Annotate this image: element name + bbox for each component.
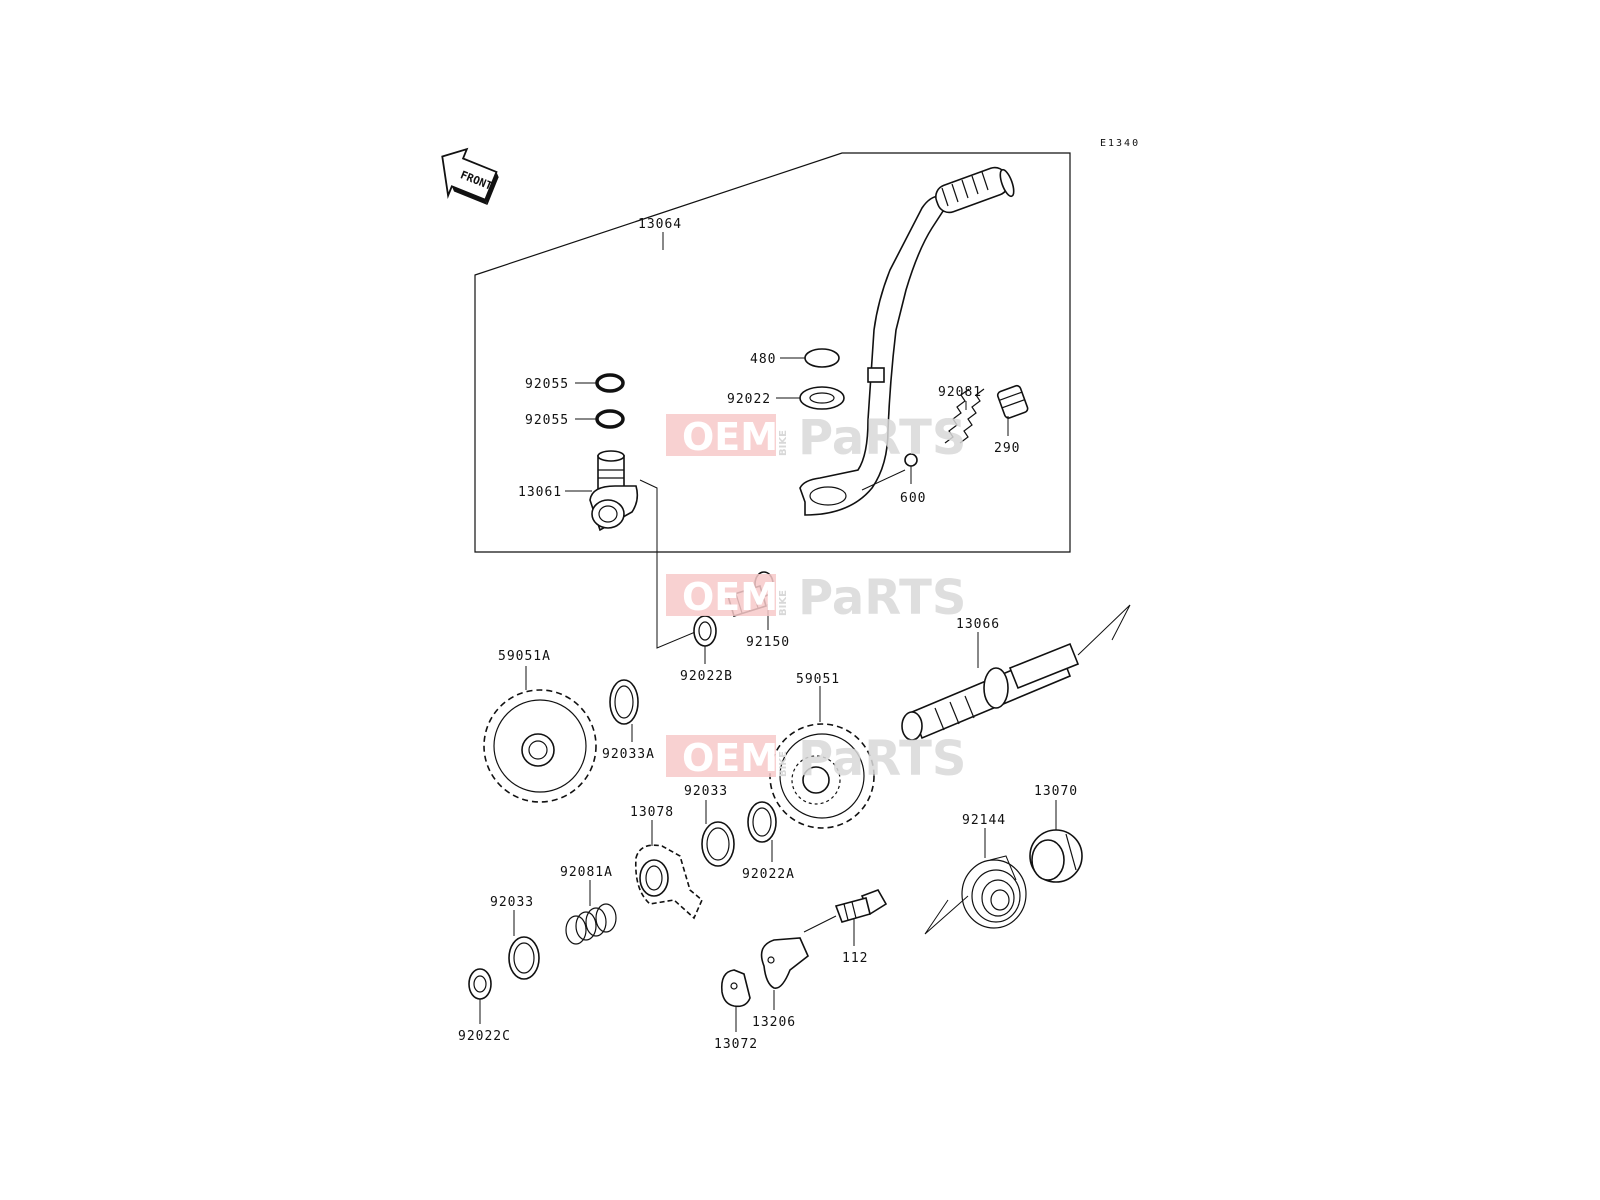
label-92033: 92033: [684, 784, 728, 799]
label-13072: 13072: [714, 1037, 758, 1052]
label-92055-b: 92055: [525, 413, 569, 428]
plate-13206-icon: [760, 937, 809, 989]
circlip-480-icon: [804, 348, 840, 368]
label-92022B: 92022B: [680, 669, 733, 684]
pin-290-icon: [996, 384, 1029, 419]
watermark-logo: OEM BIKE PaRTS: [666, 731, 966, 787]
guide-13072-icon: [720, 969, 751, 1008]
washer-92022c-icon: [468, 968, 492, 1000]
label-92022C: 92022C: [458, 1029, 511, 1044]
label-13064: 13064: [638, 217, 682, 232]
watermark-parts-text: PaRTS: [798, 570, 966, 626]
label-92033-lower: 92033: [490, 895, 534, 910]
watermark-bike-text: BIKE: [778, 430, 789, 456]
diagram-code: E1340: [1100, 138, 1140, 149]
label-13078: 13078: [630, 805, 674, 820]
label-480: 480: [750, 352, 776, 367]
label-92081A: 92081A: [560, 865, 613, 880]
label-13070: 13070: [1034, 784, 1078, 799]
watermark-logo: OEM BIKE PaRTS: [666, 570, 966, 626]
watermark-parts-text: PaRTS: [798, 731, 966, 787]
kick-shaft-13066-icon: [901, 642, 1080, 741]
watermark-bike-text: BIKE: [778, 751, 789, 777]
front-arrow-icon: FRONT: [441, 147, 499, 205]
label-92033A: 92033A: [602, 747, 655, 762]
ratchet-13078-icon: [634, 844, 703, 920]
label-92081: 92081: [938, 385, 982, 400]
gear-59051a-icon: [483, 689, 597, 803]
watermark-parts-text: PaRTS: [798, 410, 966, 466]
label-92022: 92022: [727, 392, 771, 407]
collar-13070-icon: [1029, 829, 1083, 883]
label-112: 112: [842, 951, 868, 966]
label-290: 290: [994, 441, 1020, 456]
o-ring-92055-icon: [595, 373, 625, 393]
label-59051A: 59051A: [498, 649, 551, 664]
spring-92081-icon: [944, 388, 985, 444]
spring-92081a-icon: [565, 903, 617, 945]
label-13066: 13066: [956, 617, 1000, 632]
label-600: 600: [900, 491, 926, 506]
label-92055-a: 92055: [525, 377, 569, 392]
label-13061: 13061: [518, 485, 562, 500]
washer-92022b-icon: [693, 615, 717, 647]
watermark-oem-text: OEM: [682, 415, 778, 459]
kick-boss-13061-icon: [589, 450, 639, 532]
label-92022A: 92022A: [742, 867, 795, 882]
label-92150: 92150: [746, 635, 790, 650]
watermark-bike-text: BIKE: [778, 590, 789, 616]
label-13206: 13206: [752, 1015, 796, 1030]
watermark-oem-text: OEM: [682, 736, 778, 780]
watermark-logo: OEM BIKE PaRTS: [666, 410, 966, 466]
watermark-oem-text: OEM: [682, 575, 778, 619]
washer-92022-icon: [799, 386, 845, 410]
label-92144: 92144: [962, 813, 1006, 828]
assembly-outline: [474, 152, 1071, 553]
kick-pedal-lever: [799, 166, 1015, 516]
bolt-112-icon: [834, 889, 888, 923]
o-ring-92055-icon: [595, 409, 625, 429]
torsion-spring-92144-icon: [961, 855, 1027, 929]
label-59051: 59051: [796, 672, 840, 687]
